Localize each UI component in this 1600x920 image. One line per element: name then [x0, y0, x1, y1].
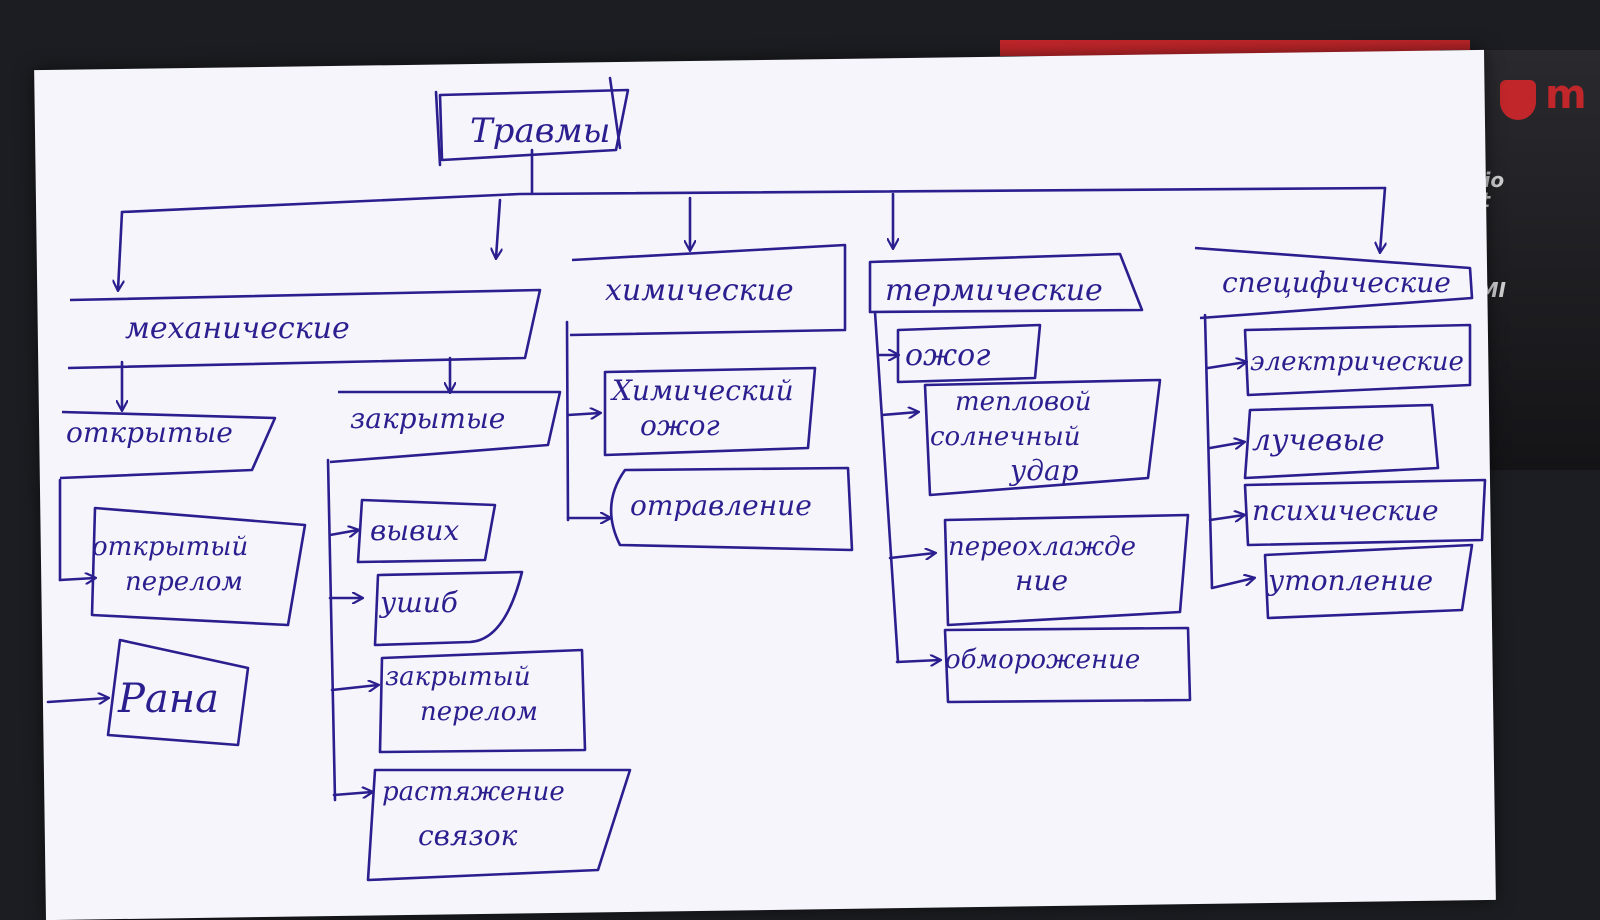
node-specific: специфические — [1194, 246, 1474, 320]
root-connectors — [118, 148, 1385, 290]
wound-label: Рана — [117, 676, 219, 722]
node-electric: электрические — [1243, 323, 1472, 397]
node-wound: Рана — [106, 638, 250, 747]
node-mechanical: механические — [67, 288, 542, 370]
node-open-fracture: открытый перелом — [90, 506, 307, 627]
node-psychic: психические — [1243, 478, 1487, 547]
chem-burn-label-2: ожог — [640, 409, 720, 442]
heatstroke-label-2: солнечный — [930, 422, 1081, 452]
node-burn: ожог — [896, 323, 1042, 384]
electric-label: электрические — [1250, 347, 1464, 377]
heatstroke-label-3: удар — [1008, 454, 1079, 487]
specific-label: специфические — [1222, 266, 1451, 299]
node-thermal: термические — [868, 252, 1144, 314]
poisoning-label: отравление — [630, 489, 812, 522]
node-dislocation: вывих — [356, 498, 497, 564]
overheat-label-1: переохлажде — [948, 532, 1136, 562]
node-chemical-burn: Химический ожог — [603, 366, 817, 457]
node-poisoning: отравление — [609, 466, 854, 552]
overheat-label-2: ние — [1015, 564, 1068, 597]
sprain-label-2: связок — [418, 819, 518, 852]
mechanical-label: механические — [125, 311, 350, 346]
sprain-label-1: растяжение — [382, 777, 565, 807]
node-frostbite: обморожение — [943, 626, 1192, 704]
frostbite-label: обморожение — [945, 645, 1140, 675]
psychic-label: психические — [1252, 494, 1439, 527]
open-label: открытые — [66, 416, 233, 449]
node-overheat: переохлажде ние — [943, 513, 1190, 627]
brand-text: m — [1545, 72, 1587, 118]
radiation-label: лучевые — [1252, 423, 1385, 458]
dislocation-label: вывих — [370, 514, 459, 547]
node-chemical: химические — [569, 243, 847, 337]
injury-tree-diagram: Травмы механические открытые закрытые от… — [46, 76, 1487, 882]
root-label: Травмы — [470, 111, 610, 151]
closed-fracture-label-2: перелом — [420, 697, 538, 727]
closed-branch-line — [326, 458, 337, 802]
open-fracture-label-1: открытый — [92, 532, 248, 562]
burn-label: ожог — [905, 338, 990, 373]
node-radiation: лучевые — [1243, 403, 1440, 480]
node-closed-fracture: закрытый перелом — [378, 648, 587, 754]
specific-branch-line — [1203, 313, 1214, 590]
drowning-label: утопление — [1266, 564, 1433, 597]
chemical-label: химические — [605, 273, 794, 308]
node-root: Травмы — [434, 76, 630, 167]
chem-burn-label-1: Химический — [610, 374, 794, 407]
node-open: открытые — [59, 410, 277, 480]
closed-label: закрытые — [350, 402, 505, 435]
node-heatstroke: тепловой солнечный удар — [923, 378, 1162, 497]
bruise-label: ушиб — [378, 586, 459, 619]
thermal-label: термические — [885, 273, 1103, 308]
open-fracture-label-2: перелом — [125, 567, 243, 597]
chemical-branch-line — [565, 320, 570, 522]
heatstroke-label-1: тепловой — [955, 387, 1092, 417]
thermal-branch-line — [873, 310, 900, 664]
node-bruise: ушиб — [373, 570, 524, 647]
node-closed: закрытые — [329, 390, 562, 464]
closed-fracture-label-1: закрытый — [385, 662, 531, 692]
msi-dragon-logo-icon — [1500, 80, 1536, 120]
node-sprain: растяжение связок — [366, 768, 632, 882]
node-drowning: утопление — [1263, 543, 1474, 620]
